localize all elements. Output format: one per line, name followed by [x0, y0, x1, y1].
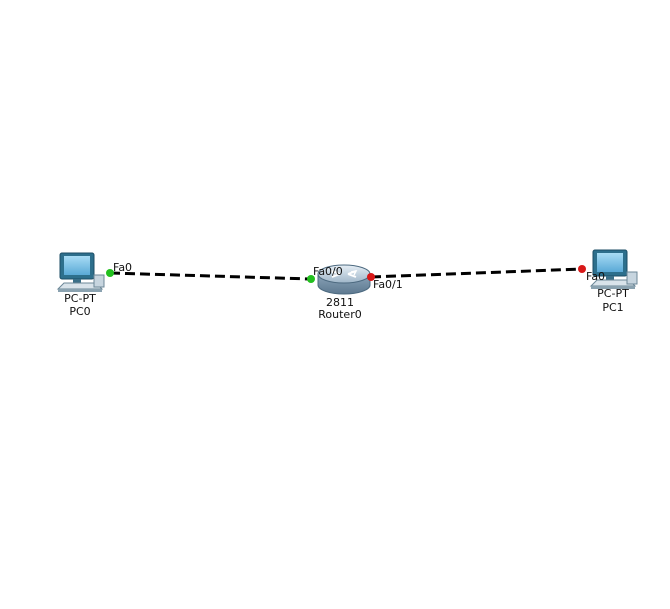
port-label-router0-fa0-1: Fa0/1: [373, 278, 403, 291]
cable-pc0-router0[interactable]: [109, 271, 312, 281]
cable-router0-pc1[interactable]: [370, 267, 583, 279]
pc-icon: [56, 252, 105, 292]
pc1-device[interactable]: [589, 249, 638, 289]
pc1-name-label: PC1: [602, 301, 623, 314]
port-status-pc1-fa0: [578, 265, 586, 273]
pc-icon: [589, 249, 638, 289]
pc1-model-label: PC-PT: [597, 287, 629, 300]
router-icon: [317, 264, 371, 295]
port-label-pc1-fa0: Fa0: [586, 270, 605, 283]
port-status-router0-fa0-0: [307, 275, 315, 283]
port-status-router0-fa0-1: [367, 273, 375, 281]
router0-name-label: Router0: [318, 308, 361, 321]
port-label-pc0-fa0: Fa0: [113, 261, 132, 274]
port-label-router0-fa0-0: Fa0/0: [313, 265, 343, 278]
port-status-indicators: [106, 265, 586, 283]
pc0-model-label: PC-PT: [64, 292, 96, 305]
pc0-name-label: PC0: [69, 305, 90, 318]
pc0-device[interactable]: [56, 252, 105, 292]
router0-device[interactable]: [317, 264, 371, 295]
router0-model-label: 2811: [326, 296, 354, 309]
port-status-pc0-fa0: [106, 269, 114, 277]
cables: [109, 267, 583, 281]
